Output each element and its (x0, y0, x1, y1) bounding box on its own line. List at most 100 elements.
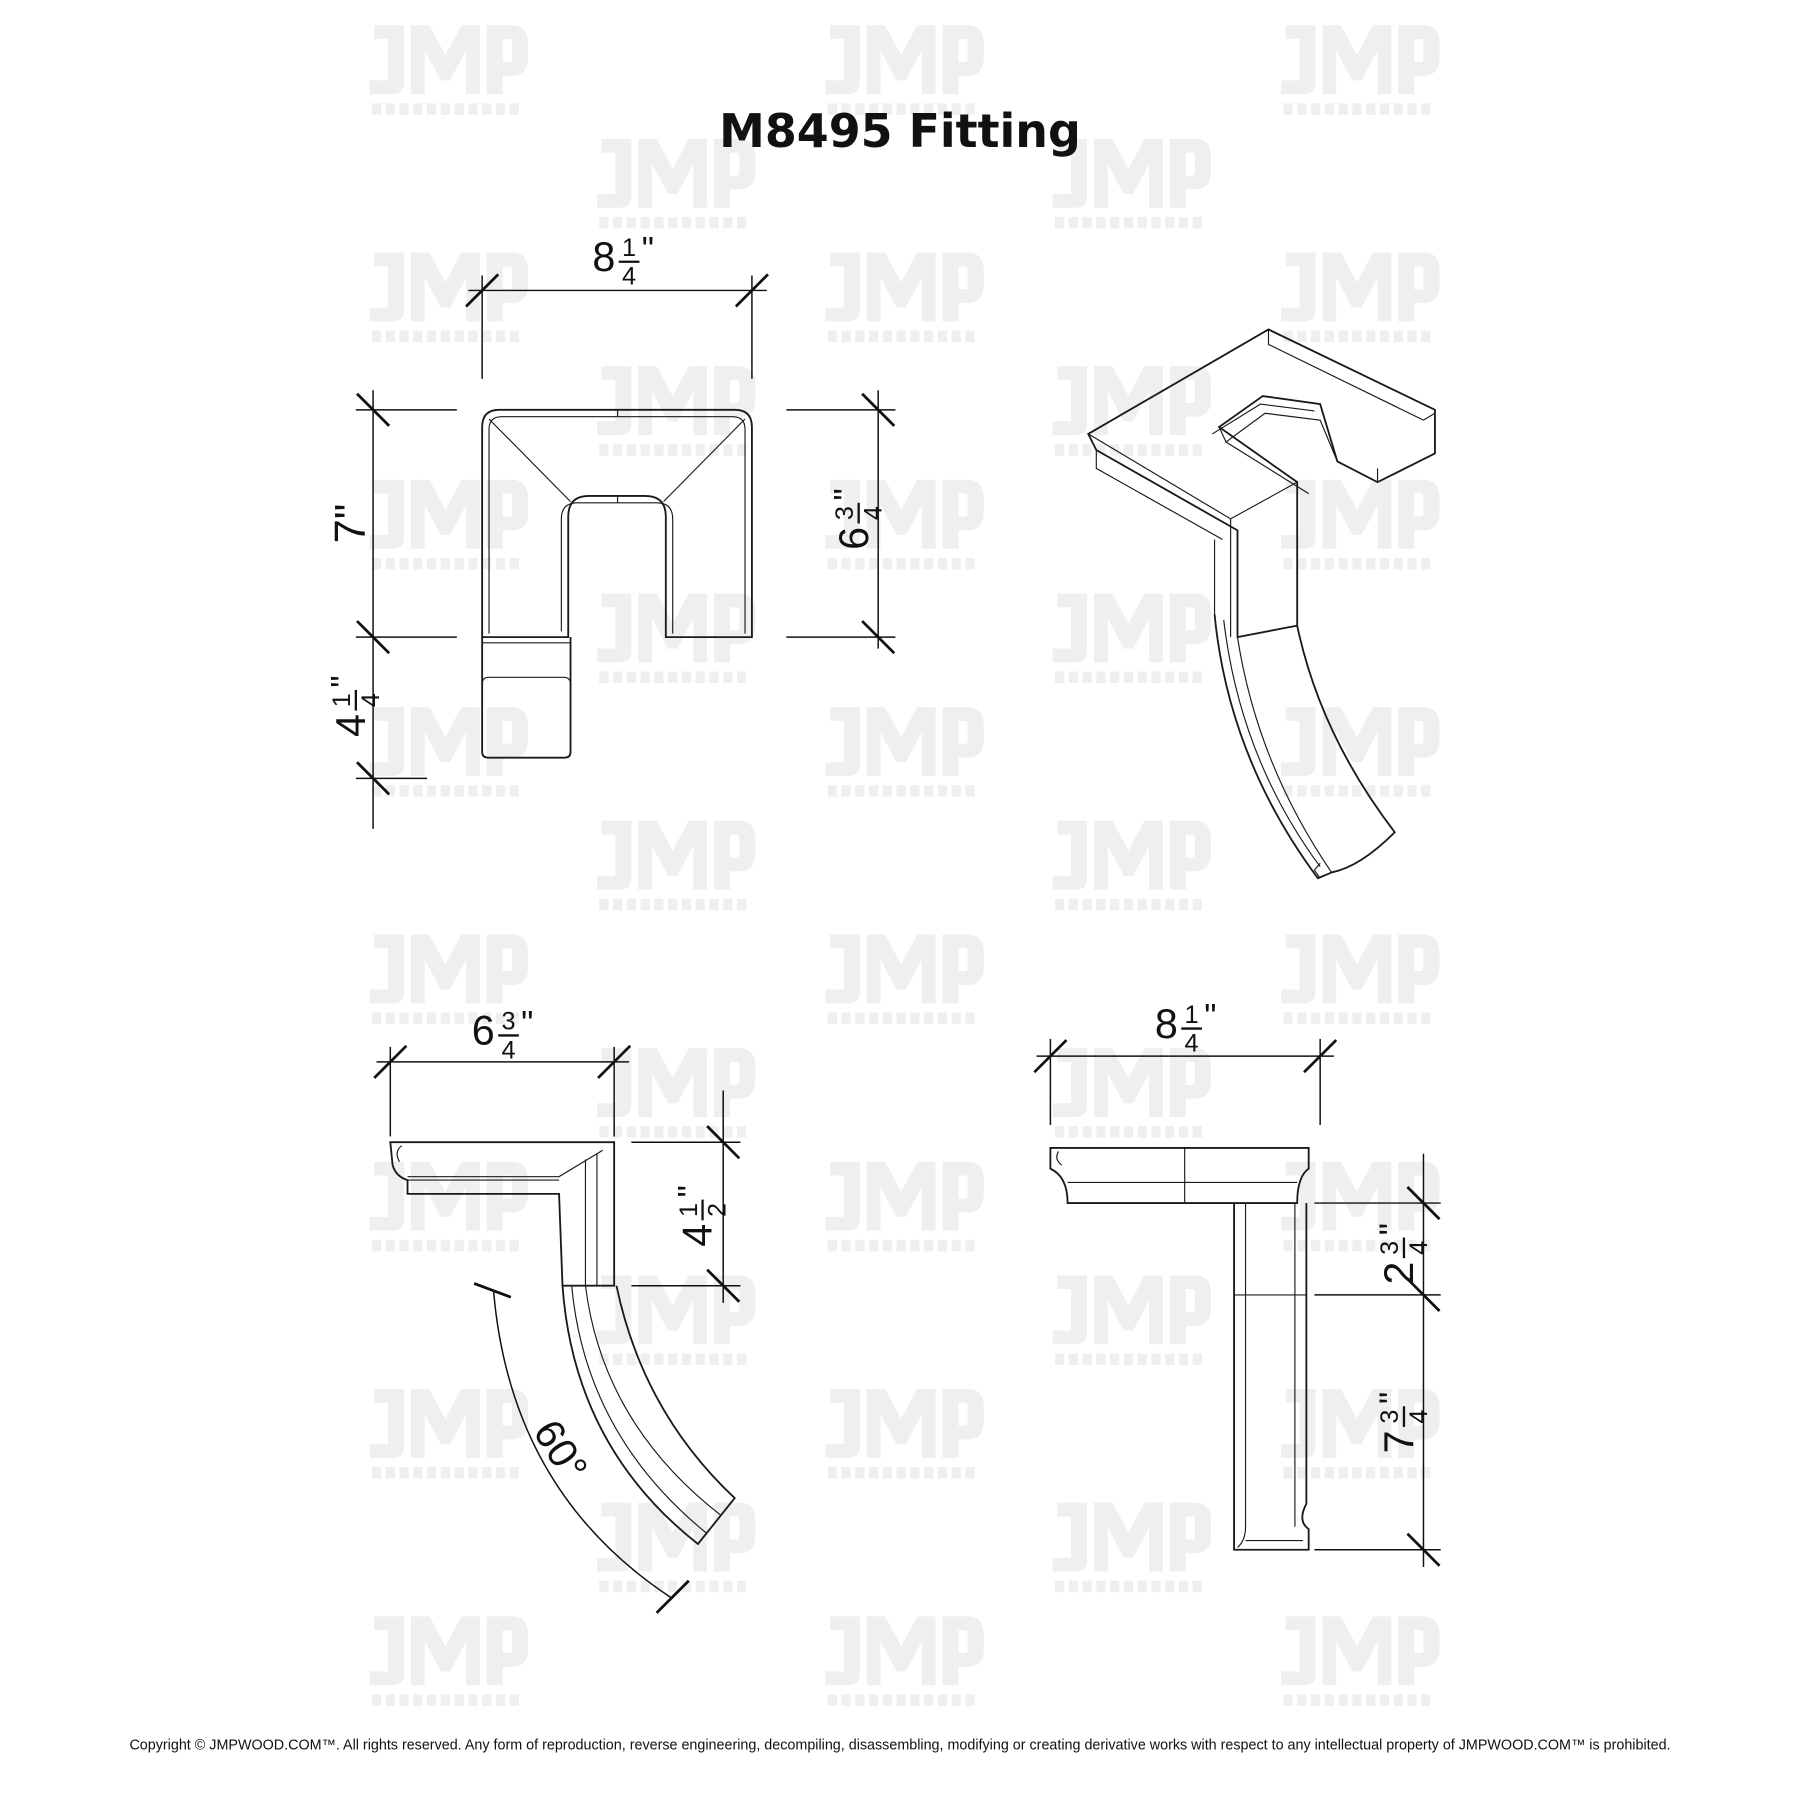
watermark-site-mark (468, 103, 478, 115)
watermark-logo-mark (1281, 1161, 1440, 1231)
watermark-site-mark (1165, 1353, 1175, 1365)
watermark-site-mark (1283, 1239, 1293, 1252)
watermark-site-mark (896, 103, 906, 115)
watermark-logo (1281, 707, 1440, 797)
watermark-site-mark (827, 1467, 837, 1479)
watermark-site-mark (695, 1353, 705, 1365)
dim-unit: " (671, 1185, 709, 1197)
watermark-site-mark (1096, 216, 1106, 229)
watermark-logo (596, 1502, 756, 1593)
watermark-site-mark (1137, 1126, 1147, 1138)
watermark-site-mark (841, 1467, 851, 1479)
watermark-logo-mark (596, 1275, 756, 1345)
watermark-site-mark (385, 1467, 395, 1479)
plan-width-label: 8 1 4 " (592, 231, 654, 291)
watermark-site-mark (736, 444, 747, 456)
watermark-site-mark (599, 671, 609, 684)
watermark-site-mark (827, 1239, 837, 1252)
watermark-site-mark (1338, 1012, 1348, 1024)
watermark-site-mark (1283, 103, 1293, 115)
dim-denominator: 2 (704, 1203, 732, 1217)
watermark-site-mark (1137, 898, 1147, 911)
watermark-logo-mark (825, 934, 984, 1004)
dim-whole: 4 (328, 714, 374, 737)
watermark-site-mark (454, 1012, 464, 1024)
watermark-site-mark (1379, 1467, 1390, 1479)
watermark-logo-mark (1281, 707, 1440, 777)
watermark-site-mark (640, 1580, 650, 1593)
watermark-site-mark (1297, 557, 1307, 570)
watermark-site-mark (951, 1467, 961, 1479)
watermark-site-mark (482, 1467, 492, 1479)
watermark-logo-mark (369, 252, 529, 322)
watermark-logo (1281, 1389, 1440, 1479)
watermark-site-mark (1407, 1694, 1417, 1706)
watermark-site-mark (855, 557, 865, 570)
watermark-logo-mark (596, 366, 756, 436)
watermark-site-mark (1379, 103, 1390, 115)
watermark-logo-mark (596, 1502, 756, 1572)
watermark-site-mark (882, 1239, 892, 1252)
watermark-site-mark (1192, 671, 1202, 684)
watermark-site-mark (468, 1467, 478, 1479)
watermark-site-mark (695, 444, 705, 456)
watermark-logo-mark (369, 707, 529, 777)
watermark-site-mark (413, 785, 423, 797)
watermark-site-mark (1165, 1126, 1175, 1138)
dim-denominator: 4 (622, 263, 636, 291)
watermark-site-mark (1082, 898, 1092, 911)
watermark-site-mark (1407, 557, 1417, 570)
watermark-site-mark (371, 557, 382, 570)
watermark-site-mark (509, 1012, 519, 1024)
watermark-site-mark (1151, 671, 1161, 684)
watermark-site-mark (640, 671, 650, 684)
watermark-site-mark (736, 1353, 747, 1365)
watermark-site-mark (1366, 1467, 1376, 1479)
watermark-site-mark (371, 1239, 382, 1252)
watermark-site-mark (1151, 1126, 1161, 1138)
watermark-site-mark (1082, 1353, 1092, 1365)
watermark-site-mark (399, 1239, 409, 1252)
watermark-site-mark (965, 1012, 975, 1024)
watermark-site-mark (1421, 557, 1431, 570)
watermark-site-mark (965, 330, 975, 343)
watermark-site-mark (599, 898, 609, 911)
watermark-site-mark (454, 103, 464, 115)
watermark-site-mark (1324, 1467, 1334, 1479)
watermark-site-mark (1297, 103, 1307, 115)
watermark-site-mark (1137, 444, 1147, 456)
watermark-logo (825, 479, 984, 570)
watermark-logo-mark (1052, 1275, 1212, 1345)
watermark-site-mark (385, 103, 395, 115)
watermark-site-mark (924, 330, 934, 343)
watermark-logo (369, 25, 529, 115)
watermark-site-mark (468, 1239, 478, 1252)
watermark-site-mark (1421, 785, 1431, 797)
watermark-site-mark (1123, 1353, 1134, 1365)
watermark-site-mark (654, 671, 664, 684)
watermark-site-mark (482, 1694, 492, 1706)
watermark-site-mark (896, 1467, 906, 1479)
watermark-logo (369, 707, 529, 797)
watermark-site-mark (1324, 557, 1334, 570)
watermark-site-mark (1151, 898, 1161, 911)
watermark-site-mark (681, 1126, 692, 1138)
watermark-site-mark (1123, 671, 1134, 684)
watermark-logo (369, 1389, 529, 1479)
watermark-site-mark (882, 1012, 892, 1024)
watermark-site-mark (736, 216, 747, 229)
watermark-site-mark (937, 103, 948, 115)
watermark-site-mark (509, 1694, 519, 1706)
watermark-site-mark (896, 1012, 906, 1024)
watermark-logo-mark (369, 479, 529, 549)
watermark-site-mark (654, 444, 664, 456)
dim-unit: " (1204, 997, 1216, 1035)
watermark-site-mark (440, 1467, 450, 1479)
watermark-site-mark (827, 1694, 837, 1706)
dim-denominator: 4 (1185, 1030, 1199, 1058)
watermark-site-mark (654, 898, 664, 911)
watermark-logo (596, 1048, 756, 1138)
watermark-site-mark (1338, 330, 1348, 343)
watermark-site-mark (1137, 216, 1147, 229)
watermark-site-mark (951, 103, 961, 115)
